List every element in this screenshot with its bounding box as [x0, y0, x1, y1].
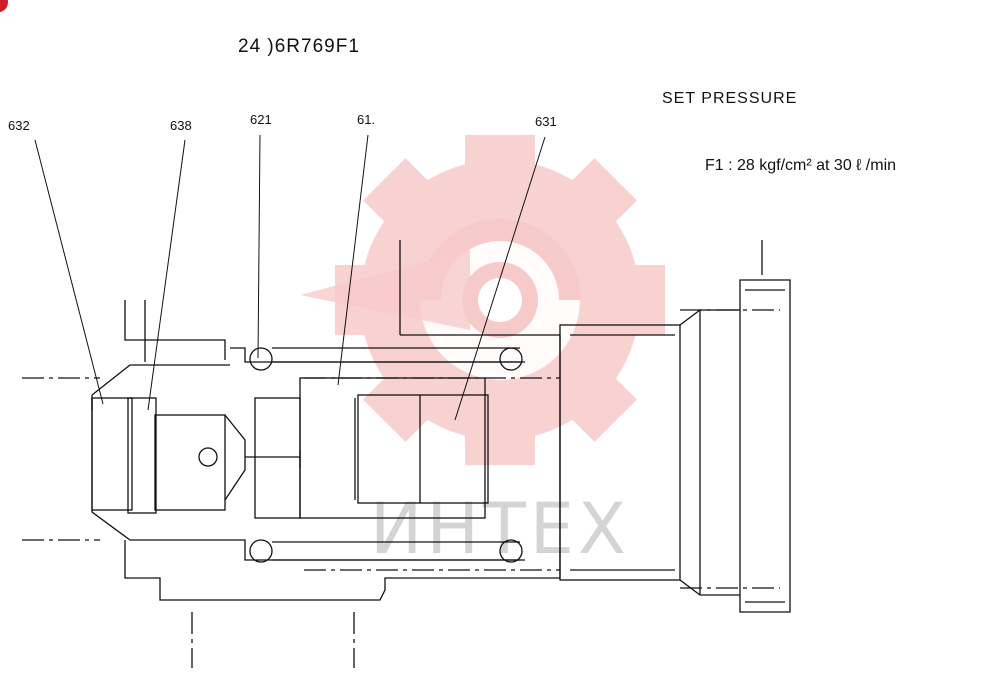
callout-61: 61. [357, 112, 376, 127]
part-number: 24 )6R769F1 [238, 36, 360, 57]
callout-632: 632 [8, 118, 30, 133]
leader-632 [34, 139, 104, 405]
callout-638: 638 [170, 118, 192, 133]
leader-621 [257, 134, 261, 359]
corner-badge-icon [0, 0, 8, 12]
callout-621: 621 [250, 112, 272, 127]
set-pressure-heading: SET PRESSURE [662, 90, 798, 107]
leader-631 [454, 136, 546, 421]
pressure-spec-line: F1 : 28 kgf/cm² at 30 ℓ /min [705, 157, 897, 174]
callout-631: 631 [535, 114, 557, 129]
watermark-text: ИНТЕХ [370, 488, 630, 570]
leader-61 [337, 134, 369, 386]
leader-638 [147, 139, 186, 411]
